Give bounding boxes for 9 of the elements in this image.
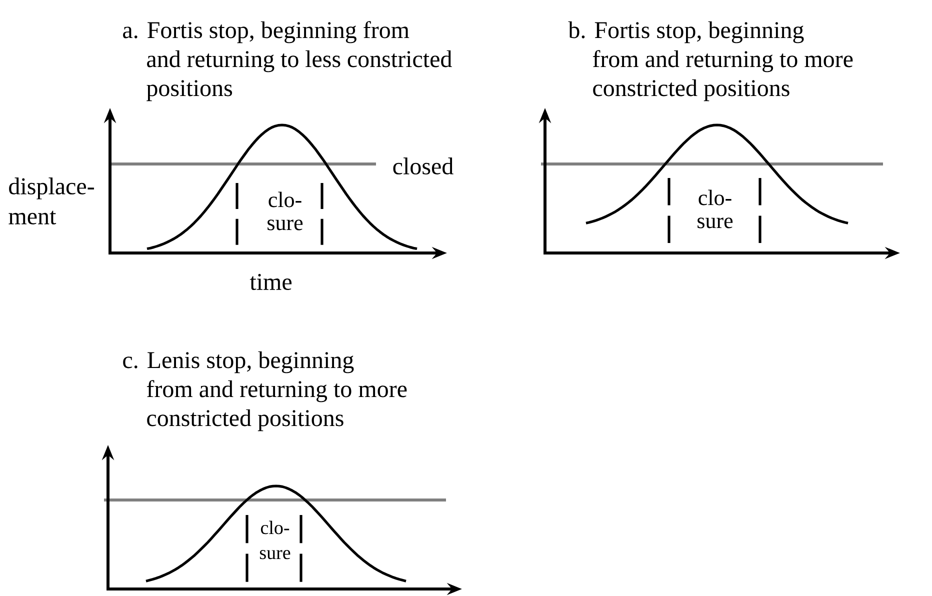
- panel-caption: a. Fortis stop, beginning from and returning to less constricted positions: [123, 21, 452, 102]
- axis-label: time: [250, 274, 292, 290]
- axis-label: displace- ment: [8, 178, 94, 224]
- threshold-label: closed: [393, 158, 454, 174]
- interval-label: clo- sure: [260, 520, 290, 560]
- interval-label: clo- sure: [698, 190, 733, 228]
- interval-label: clo- sure: [268, 192, 303, 230]
- panel-caption: c. Lenis stop, beginning from and returning to more constricted positions: [123, 351, 407, 432]
- panel-caption: b. Fortis stop, beginning from and returning to more constricted positions: [568, 21, 853, 102]
